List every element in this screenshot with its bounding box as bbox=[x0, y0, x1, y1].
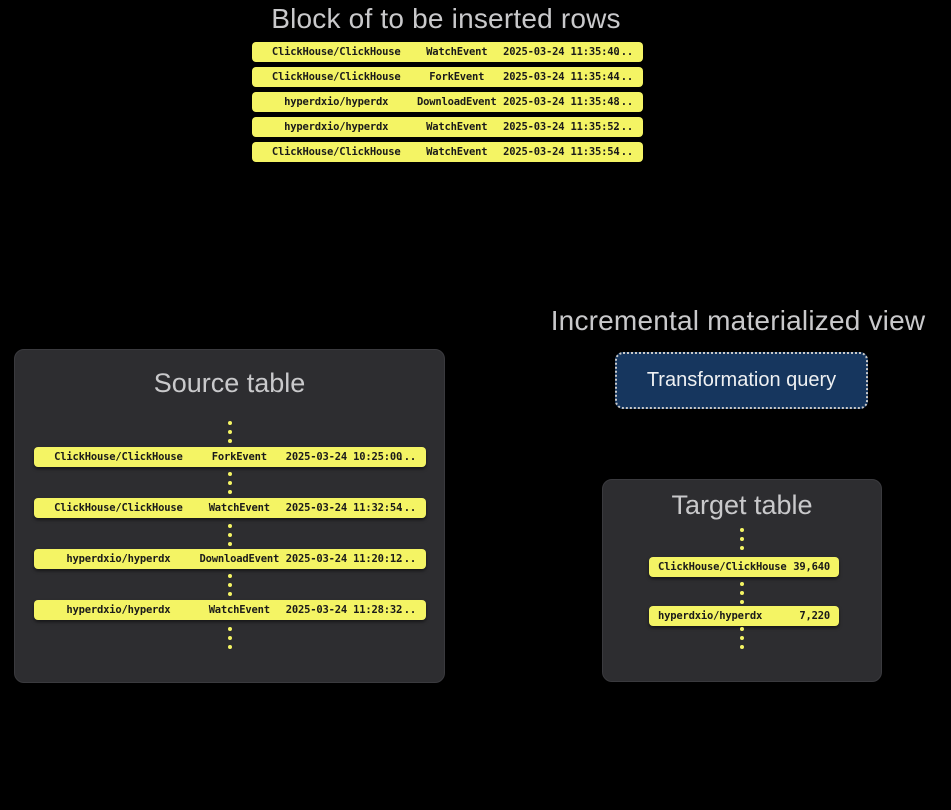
target-table-panel: Target table ClickHouse/ClickHouse 39,64… bbox=[602, 479, 882, 682]
event-cell: WatchEvent bbox=[208, 604, 270, 616]
event-row: ClickHouse/ClickHouse WatchEvent 2025-03… bbox=[252, 42, 643, 62]
ellipsis-dots bbox=[227, 574, 232, 596]
ellipsis-dots bbox=[227, 421, 232, 443]
event-cell: WatchEvent bbox=[426, 146, 488, 158]
ellipsis-dots bbox=[227, 524, 232, 546]
event-cell: ForkEvent bbox=[429, 71, 485, 83]
ellipsis-dots bbox=[740, 528, 744, 550]
timestamp-cell: 2025-03-24 11:20:12 bbox=[285, 553, 403, 565]
timestamp-cell: 2025-03-24 10:25:00 bbox=[285, 451, 403, 463]
materialized-view-title: Incremental materialized view bbox=[550, 305, 926, 336]
repo-cell: ClickHouse/ClickHouse bbox=[54, 502, 183, 514]
source-table-title: Source table bbox=[153, 368, 306, 398]
source-table-panel: Source table ClickHouse/ClickHouse ForkE… bbox=[14, 349, 445, 683]
event-row: hyperdxio/hyperdx DownloadEvent 2025-03-… bbox=[34, 549, 426, 569]
event-cell: WatchEvent bbox=[426, 46, 488, 58]
transformation-query-label: Transformation query bbox=[646, 369, 837, 391]
event-row: ClickHouse/ClickHouse WatchEvent 2025-03… bbox=[252, 142, 643, 162]
repo-cell: hyperdxio/hyperdx bbox=[658, 610, 763, 622]
repo-cell: hyperdxio/hyperdx bbox=[66, 604, 171, 616]
timestamp-cell: 2025-03-24 11:35:54 bbox=[503, 146, 620, 158]
timestamp-cell: 2025-03-24 11:35:52 bbox=[503, 121, 620, 133]
event-cell: DownloadEvent bbox=[199, 553, 280, 565]
timestamp-cell: 2025-03-24 11:35:48 bbox=[503, 96, 620, 108]
more-cell: ... bbox=[614, 46, 634, 58]
repo-cell: ClickHouse/ClickHouse bbox=[271, 146, 401, 158]
count-cell: 7,220 bbox=[799, 610, 830, 622]
more-cell: ... bbox=[614, 121, 634, 133]
repo-cell: ClickHouse/ClickHouse bbox=[54, 451, 183, 463]
event-cell: DownloadEvent bbox=[416, 96, 497, 108]
insert-block-title: Block of to be inserted rows bbox=[271, 3, 621, 34]
event-cell: WatchEvent bbox=[426, 121, 488, 133]
more-cell: ... bbox=[397, 451, 417, 463]
more-cell: ... bbox=[614, 71, 634, 83]
insert-block-rows: ClickHouse/ClickHouse WatchEvent 2025-03… bbox=[252, 42, 643, 167]
event-cell: ForkEvent bbox=[211, 451, 267, 463]
repo-cell: ClickHouse/ClickHouse bbox=[271, 71, 401, 83]
ellipsis-dots bbox=[740, 627, 744, 649]
ellipsis-dots bbox=[227, 472, 232, 494]
event-row: ClickHouse/ClickHouse ForkEvent 2025-03-… bbox=[252, 67, 643, 87]
event-row: hyperdxio/hyperdx DownloadEvent 2025-03-… bbox=[252, 92, 643, 112]
repo-cell: hyperdxio/hyperdx bbox=[284, 96, 389, 108]
ellipsis-dots bbox=[227, 627, 232, 649]
repo-cell: hyperdxio/hyperdx bbox=[66, 553, 171, 565]
repo-cell: hyperdxio/hyperdx bbox=[284, 121, 389, 133]
timestamp-cell: 2025-03-24 11:28:32 bbox=[285, 604, 403, 616]
event-row: hyperdxio/hyperdx WatchEvent 2025-03-24 … bbox=[252, 117, 643, 137]
repo-cell: ClickHouse/ClickHouse bbox=[271, 46, 401, 58]
count-cell: 39,640 bbox=[793, 561, 830, 573]
repo-cell: ClickHouse/ClickHouse bbox=[658, 561, 787, 573]
target-row: ClickHouse/ClickHouse 39,640 bbox=[649, 557, 839, 577]
more-cell: ... bbox=[397, 553, 417, 565]
target-table-title: Target table bbox=[671, 490, 813, 520]
event-row: ClickHouse/ClickHouse ForkEvent 2025-03-… bbox=[34, 447, 426, 467]
timestamp-cell: 2025-03-24 11:32:54 bbox=[285, 502, 403, 514]
timestamp-cell: 2025-03-24 11:35:44 bbox=[503, 71, 620, 83]
target-row: hyperdxio/hyperdx 7,220 bbox=[649, 606, 839, 626]
more-cell: ... bbox=[614, 146, 634, 158]
more-cell: ... bbox=[397, 604, 417, 616]
event-row: ClickHouse/ClickHouse WatchEvent 2025-03… bbox=[34, 498, 426, 518]
more-cell: ... bbox=[397, 502, 417, 514]
timestamp-cell: 2025-03-24 11:35:40 bbox=[503, 46, 620, 58]
transformation-query-button: Transformation query bbox=[615, 352, 868, 409]
ellipsis-dots bbox=[740, 582, 744, 604]
event-cell: WatchEvent bbox=[208, 502, 270, 514]
event-row: hyperdxio/hyperdx WatchEvent 2025-03-24 … bbox=[34, 600, 426, 620]
more-cell: ... bbox=[614, 96, 634, 108]
